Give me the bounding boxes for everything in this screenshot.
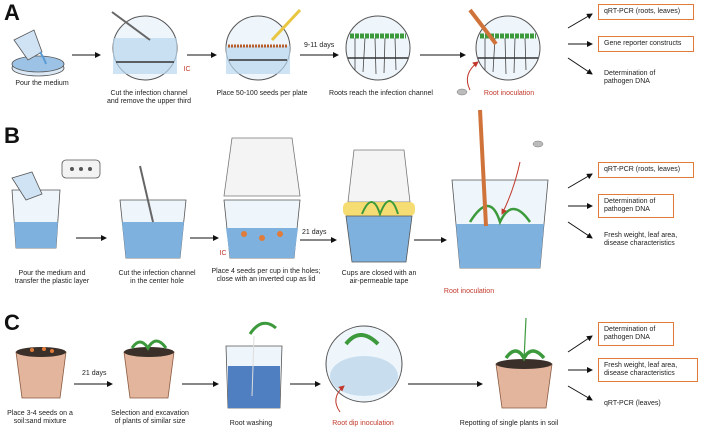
duration-label: 21 days — [82, 370, 107, 377]
duration-label: 9-11 days — [304, 42, 335, 49]
pot-seeds-icon — [15, 347, 67, 399]
root-dip-inoculation-icon — [325, 325, 403, 413]
petri-plate-roots-icon — [345, 15, 411, 81]
closed-cups-icon — [343, 149, 415, 263]
outcome-box: qRT-PCR (roots, leaves) — [598, 4, 694, 20]
repotted-plant-icon — [495, 317, 553, 409]
outcome-box: Fresh weight, leaf area,disease characte… — [598, 358, 698, 382]
cup-seeds-lid-icon — [223, 137, 301, 259]
caption-pour-medium: Pour the medium — [15, 80, 69, 87]
panel-label-a: A — [4, 0, 20, 25]
outcome-box: qRT-PCR (roots, leaves) — [598, 162, 694, 178]
pot-seedlings-icon — [123, 339, 175, 399]
outcome-text: qRT-PCR (leaves) — [604, 400, 661, 407]
caption-repotting: Repotting of single plants in soil — [459, 420, 559, 427]
cup-cut-channel-icon — [119, 165, 187, 259]
caption-place-seeds: Place 50-100 seeds per plate — [216, 90, 308, 97]
ic-label: IC — [219, 250, 227, 257]
caption-roots-reach: Roots reach the infection channel — [329, 90, 433, 97]
caption-root-washing: Root washing — [229, 420, 273, 427]
petri-plate-seeds-icon — [225, 8, 302, 81]
petri-plate-inoculation-icon — [456, 8, 541, 96]
beaker-root-wash-icon — [225, 321, 283, 409]
caption-four-seeds: Place 4 seeds per cup in the holes;close… — [211, 268, 321, 283]
duration-label: 21 days — [302, 229, 327, 236]
flask-pouring-cup-icon — [11, 159, 101, 249]
cup-root-inoculation-icon — [451, 109, 549, 269]
panel-label-b: B — [4, 123, 20, 148]
flask-pouring-icon — [11, 29, 65, 77]
panel-label-c: C — [4, 310, 20, 335]
outcome-box: Gene reporter constructs — [598, 36, 694, 52]
caption-root-inoculation: Root inoculation — [443, 288, 495, 295]
outcome-text: Fresh weight, leaf area,disease characte… — [604, 232, 678, 247]
ic-label: IC — [183, 66, 191, 73]
petri-plate-cut-icon — [111, 11, 178, 81]
caption-root-inoculation: Root inoculation — [483, 90, 535, 97]
caption-root-dip: Root dip inoculation — [332, 420, 394, 427]
